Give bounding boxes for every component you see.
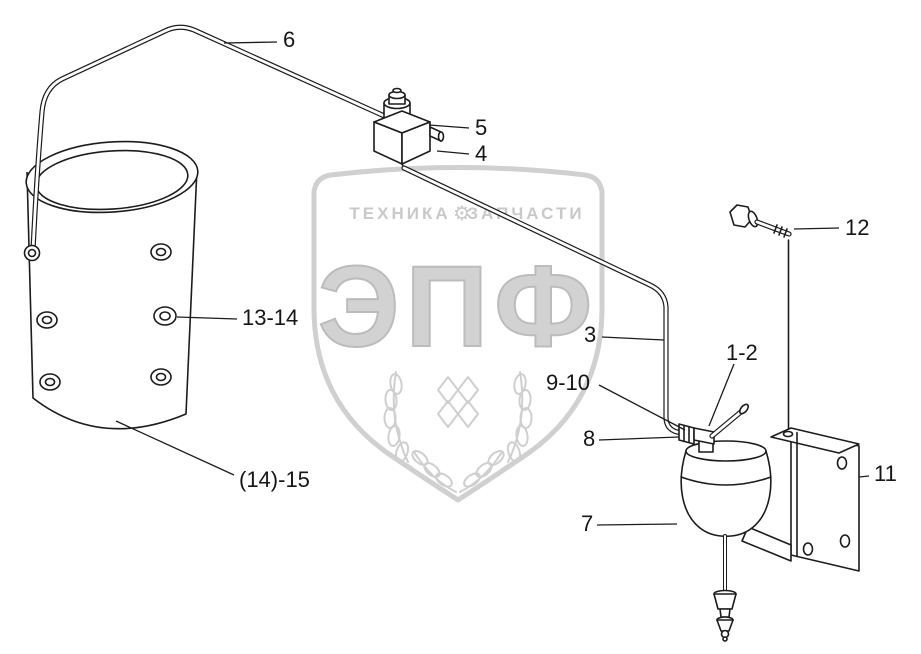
- bracket-hole: [836, 456, 848, 470]
- connector-stub: [709, 403, 750, 439]
- callouts: 6 5 4 12 3 1-2 9-10 8 7 11 13-14 (14)-15: [115, 27, 897, 536]
- tank-port-hole: [155, 372, 167, 382]
- elbow-body: [693, 427, 715, 445]
- tank-port-hole: [44, 377, 56, 387]
- callout-9-10: 9-10: [546, 370, 590, 395]
- callout-7: 7: [581, 511, 593, 536]
- callout-11: 11: [874, 461, 897, 486]
- leader-12: [793, 227, 840, 230]
- callout-12: 12: [845, 215, 869, 240]
- watermark: ТЕХНИКА ⚙ ЗАПЧАСТИ ЭПФ: [311, 165, 605, 503]
- callout-14-15: (14)-15: [239, 467, 310, 492]
- tube-6: [30, 24, 394, 253]
- bolt-thread: [773, 224, 778, 234]
- mounting-bracket: [741, 427, 860, 572]
- tank-port: [150, 368, 172, 386]
- tank-inlet-fitting: [23, 244, 41, 262]
- tank-port: [150, 243, 172, 261]
- callout-6: 6: [283, 27, 295, 52]
- tank-body: [26, 167, 198, 430]
- bolt-washer: [747, 210, 759, 228]
- elbow-fitting: [678, 423, 715, 445]
- bolt: [729, 204, 792, 238]
- leader-4: [436, 150, 470, 155]
- callout-5: 5: [475, 115, 487, 140]
- leader-7: [596, 523, 678, 526]
- tank-port-hole: [159, 311, 171, 321]
- leader-14-15: [115, 420, 235, 476]
- tank-port: [39, 373, 61, 391]
- bracket-hole: [839, 534, 851, 548]
- reservoir-body: [680, 450, 772, 538]
- watermark-wheat: [383, 371, 533, 493]
- callout-13-14: 13-14: [242, 305, 298, 330]
- air-tank: [25, 140, 199, 430]
- leader-1-2: [708, 363, 735, 427]
- reservoir-seam: [680, 476, 772, 486]
- callout-1-2: 1-2: [726, 340, 758, 365]
- tank-port-hole: [41, 315, 53, 325]
- drain-valve: [713, 534, 737, 642]
- callout-3: 3: [584, 322, 596, 347]
- tank-port: [153, 306, 177, 326]
- tank-port-hole: [155, 247, 167, 257]
- leader-13-14: [176, 316, 238, 320]
- valve-body-right: [401, 121, 431, 165]
- bracket-plate: [790, 429, 860, 572]
- reservoir-top: [685, 440, 767, 462]
- watermark-logo: ЭПФ: [318, 243, 599, 371]
- gear-icon: ⚙: [453, 201, 471, 225]
- bracket-hole: [802, 542, 814, 556]
- leader-8: [598, 436, 680, 441]
- leader-3: [601, 336, 665, 341]
- leader-5: [428, 124, 470, 129]
- callout-8: 8: [583, 426, 595, 451]
- reservoir-tank: [680, 440, 772, 538]
- leader-9-10: [598, 384, 686, 431]
- watermark-brand-right: ЗАПЧАСТИ: [467, 204, 584, 223]
- bracket-support-arm: [741, 526, 792, 562]
- watermark-brand-left: ТЕХНИКА: [349, 204, 450, 223]
- leader-6: [223, 41, 278, 44]
- tank-port: [36, 311, 58, 329]
- bolt-thread: [778, 226, 783, 236]
- bracket-flange-hole: [782, 430, 794, 438]
- leader-11: [858, 475, 870, 478]
- elbow-nut: [678, 423, 695, 445]
- bolt-thread: [783, 228, 788, 238]
- tube-3: [401, 165, 695, 437]
- callout-4: 4: [475, 141, 487, 166]
- solenoid-valve: [373, 87, 445, 170]
